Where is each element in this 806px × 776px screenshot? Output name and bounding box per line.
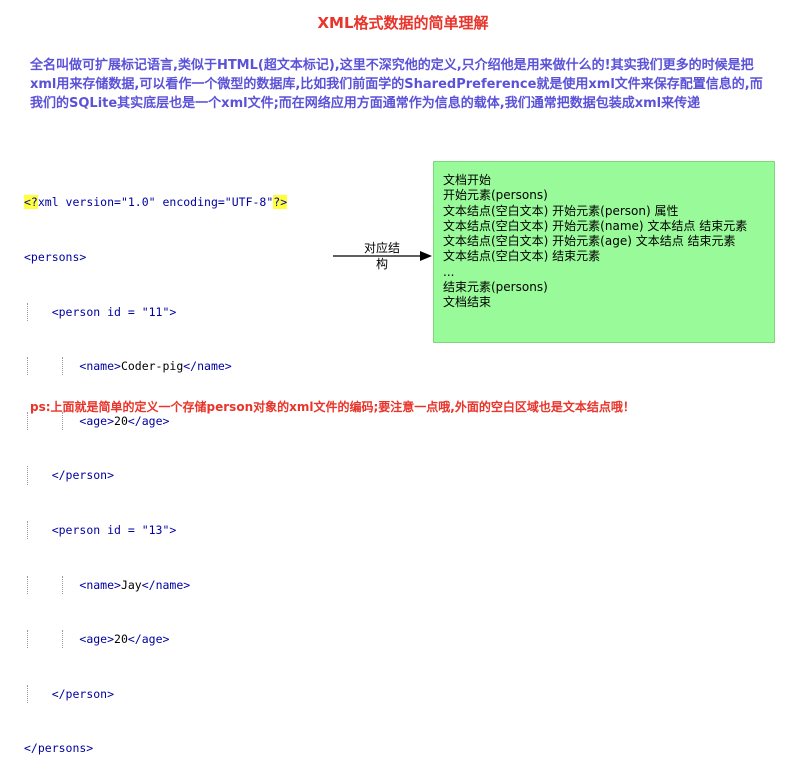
indent-guide — [27, 466, 28, 485]
structure-line: 文本结点(空白文本) 开始元素(age) 文本结点 结束元素 — [443, 234, 736, 249]
indent-guide — [62, 357, 63, 376]
code-line-person1-open: <person id = "11"> — [24, 302, 287, 321]
structure-line: 文本结点(空白文本) 开始元素(person) 属性 — [443, 203, 679, 218]
indent-guide — [27, 684, 28, 703]
indent-guide — [27, 575, 28, 594]
page-title: XML格式数据的简单理解 — [317, 14, 489, 32]
name-open-tag: <name> — [79, 359, 121, 374]
indent-guide — [27, 302, 28, 321]
arrow-graphic — [333, 251, 432, 261]
structure-line: 开始元素(persons) — [443, 188, 548, 203]
structure-line: ... — [443, 264, 455, 279]
structure-line: 文档开始 — [443, 173, 492, 187]
ps-note: ps:上面就是简单的定义一个存储person对象的xml文件的编码;要注意一点哦… — [30, 400, 635, 414]
age-close-tag: </age> — [127, 632, 170, 647]
age-open-tag: <age> — [79, 413, 115, 428]
name-open-tag: <name> — [79, 577, 121, 592]
decl-close: ?> — [273, 195, 288, 210]
code-line-persons-open: <persons> — [24, 248, 287, 266]
age-open-tag: <age> — [79, 632, 115, 647]
age-close-tag: </age> — [127, 413, 170, 428]
person1-open-tag: <person id = "11"> — [51, 304, 177, 319]
code-line-decl: <?xml version="1.0" encoding="UTF-8"?> — [24, 193, 288, 211]
person-close-tag: </person> — [51, 686, 115, 701]
code-line-person2-open: <person id = "13"> — [24, 520, 287, 540]
intro-paragraph: 全名叫做可扩展标记语言,类似于HTML(超文本标记),这里不深究他的定义,只介绍… — [30, 58, 763, 111]
name1-value: Coder-pig — [120, 359, 184, 374]
code-line-age1: <age>20</age> — [24, 411, 287, 430]
structure-line: 文档结束 — [443, 295, 492, 310]
decl-open: <? — [24, 195, 38, 210]
person2-open-tag: <person id = "13"> — [51, 522, 177, 537]
person-close-tag: </person> — [51, 468, 115, 483]
name2-value: Jay — [120, 577, 142, 592]
code-line-person2-close: </person> — [24, 684, 287, 703]
age1-value: 20 — [114, 413, 128, 428]
code-line-age2: <age>20</age> — [24, 630, 287, 649]
indent-guide — [27, 357, 28, 376]
structure-line: 文本结点(空白文本) 结束元素 — [443, 249, 601, 264]
decl-body: xml version="1.0" encoding="UTF-8" — [37, 195, 274, 210]
indent-guide — [62, 575, 63, 594]
persons-close-tag: </persons> — [24, 741, 94, 756]
code-line-person1-close: </person> — [24, 466, 287, 485]
name-close-tag: </name> — [141, 577, 191, 592]
age2-value: 20 — [114, 632, 128, 647]
indent-guide — [62, 630, 63, 649]
code-line-name2: <name>Jay</name> — [24, 575, 287, 594]
indent-guide — [27, 520, 28, 540]
code-line-persons-close: </persons> — [24, 739, 287, 757]
name-close-tag: </name> — [183, 359, 232, 374]
parse-structure-box: 文档开始开始元素(persons)文本结点(空白文本) 开始元素(person)… — [433, 161, 775, 343]
structure-line: 文本结点(空白文本) 开始元素(name) 文本结点 结束元素 — [443, 218, 748, 233]
structure-line: 结束元素(persons) — [443, 280, 548, 295]
indent-guide — [62, 411, 63, 430]
persons-open-tag: <persons> — [24, 250, 87, 264]
code-line-name1: <name>Coder-pig</name> — [24, 357, 287, 376]
arrow-label: 对应结构 — [363, 241, 400, 271]
indent-guide — [27, 630, 28, 649]
arrow-head-icon — [420, 251, 432, 261]
indent-guide — [27, 411, 28, 430]
